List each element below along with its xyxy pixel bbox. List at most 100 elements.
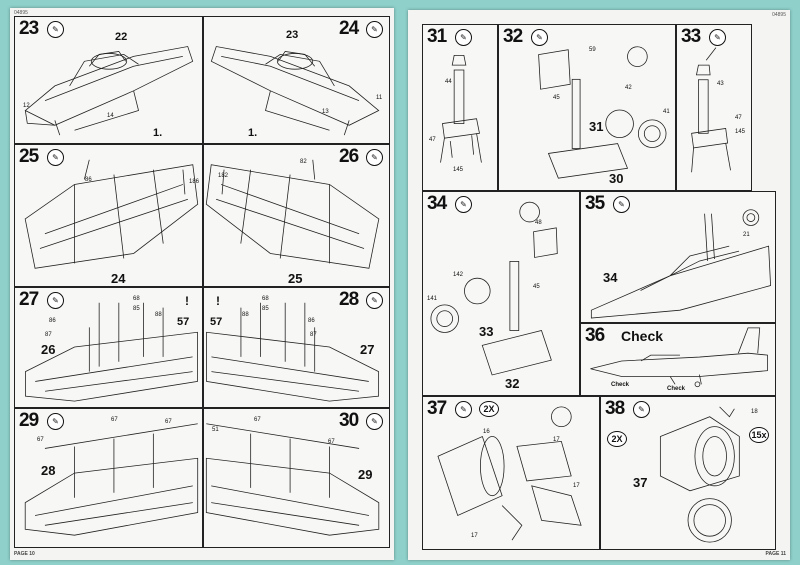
- part-label: 18: [751, 409, 758, 415]
- part-label: 22: [115, 31, 128, 43]
- part-label: 85: [133, 306, 140, 312]
- quantity-badge: 2X: [607, 431, 627, 447]
- part-label: 47: [429, 137, 436, 143]
- quantity-badge: 15x: [749, 427, 769, 443]
- glue-icon: ✎: [613, 196, 630, 213]
- step-27-panel: 27 ✎ 68 85 88 86 87 ! 57 26: [14, 287, 203, 408]
- step-29-drawing: [24, 423, 199, 536]
- step-number: 24: [339, 18, 359, 39]
- left-page: 04895 23 ✎ 22 12 14 1.: [10, 8, 394, 560]
- page-number: PAGE 10: [14, 551, 35, 557]
- step-number: 28: [339, 289, 359, 310]
- part-label: 67: [254, 417, 261, 423]
- part-label: 17: [553, 437, 560, 443]
- step-number: 26: [339, 146, 359, 167]
- part-label: 30: [609, 171, 624, 186]
- quantity-badge: 2X: [479, 401, 499, 417]
- part-label: 145: [735, 129, 746, 135]
- part-label: 57: [177, 316, 190, 328]
- part-label: 43: [717, 81, 724, 87]
- part-label: 14: [107, 113, 114, 119]
- step-32-panel: 32 ✎ 59 45 42 41 31 30: [498, 24, 676, 191]
- step-number: 31: [427, 26, 447, 47]
- part-label: 88: [242, 312, 249, 318]
- step-26-drawing: [205, 159, 380, 269]
- part-label: 21: [743, 232, 750, 238]
- part-label: 12: [23, 103, 30, 109]
- part-label: 88: [155, 312, 162, 318]
- part-label: 37: [633, 475, 648, 490]
- part-label: 67: [111, 417, 118, 423]
- step-30-panel: 30 ✎ 51 67 67 29: [203, 408, 390, 548]
- step-number: 27: [19, 289, 39, 310]
- step-32-drawing: [538, 46, 667, 179]
- step-25-drawing: [24, 159, 199, 269]
- glue-icon: ✎: [709, 29, 726, 46]
- step-36-panel: 36 Check Check Check: [580, 323, 776, 396]
- glue-icon: ✎: [455, 196, 472, 213]
- step-37-panel: 37 ✎ 2X 16 17 17 17: [422, 396, 600, 550]
- step-34-drawing: [430, 201, 558, 376]
- step-28-panel: 28 ✎ 68 85 88 86 87 ! 57 27: [203, 287, 390, 408]
- part-label: 41: [663, 109, 670, 115]
- glue-icon: ✎: [366, 21, 383, 38]
- glue-icon: ✎: [366, 292, 383, 309]
- step-30-drawing: [205, 423, 380, 536]
- step-31-drawing: [440, 55, 482, 163]
- step-number: 33: [681, 26, 701, 47]
- part-label: 82: [300, 159, 307, 165]
- part-label: 31: [589, 119, 604, 134]
- part-label: 45: [553, 95, 560, 101]
- step-35-drawing: [590, 209, 771, 319]
- step-number: 32: [503, 26, 523, 47]
- glue-icon: ✎: [47, 149, 64, 166]
- part-label: 68: [133, 296, 140, 302]
- step-34-panel: 34 ✎ 48 142 141 45 33 32: [422, 191, 580, 396]
- step-number: 29: [19, 410, 39, 431]
- part-label: 57: [210, 316, 223, 328]
- step-38-drawing: [659, 406, 740, 543]
- part-label: 13: [322, 109, 329, 115]
- part-label: 48: [535, 220, 542, 226]
- glue-icon: ✎: [633, 401, 650, 418]
- part-label: 86: [308, 318, 315, 324]
- step-number: 35: [585, 193, 605, 214]
- check-title: Check: [621, 328, 664, 344]
- glue-icon: ✎: [455, 29, 472, 46]
- step-number: 25: [19, 146, 39, 167]
- warning-mark: !: [216, 294, 220, 308]
- part-label: 182: [218, 173, 229, 179]
- step-27-drawing: [25, 302, 198, 402]
- glue-icon: ✎: [47, 21, 64, 38]
- step-number: 30: [339, 410, 359, 431]
- glue-icon: ✎: [47, 292, 64, 309]
- part-label: 141: [427, 296, 438, 302]
- part-label: 86: [49, 318, 56, 324]
- part-label: 186: [189, 179, 200, 185]
- part-label: 28: [41, 463, 56, 478]
- part-label: 86: [85, 177, 92, 183]
- check-note: Check: [611, 382, 630, 388]
- part-label: 51: [212, 427, 219, 433]
- glue-icon: ✎: [455, 401, 472, 418]
- part-label: 29: [358, 467, 373, 482]
- step-24-panel: 24 ✎ 23 11 13 1.: [203, 16, 390, 144]
- part-label: 27: [360, 342, 375, 357]
- step-number: 37: [427, 398, 447, 419]
- part-label: 24: [111, 271, 126, 286]
- part-label: 68: [262, 296, 269, 302]
- warning-mark: !: [185, 294, 189, 308]
- step-29-panel: 29 ✎ 67 67 67 28: [14, 408, 203, 548]
- part-label: 145: [453, 167, 464, 173]
- right-page: 04895 31 ✎ 44 47 145: [408, 10, 790, 560]
- part-label: 23: [286, 29, 299, 41]
- step-33-panel: 33 ✎ 43 47 145: [676, 24, 752, 191]
- step-28-drawing: [206, 302, 380, 402]
- check-note: Check: [667, 386, 686, 392]
- part-label: 85: [262, 306, 269, 312]
- page-header-code: 04895: [772, 12, 786, 18]
- step-35-panel: 35 ✎ 21 34: [580, 191, 776, 323]
- step-23-panel: 23 ✎ 22 12 14 1.: [14, 16, 203, 144]
- part-label: 45: [533, 284, 540, 290]
- step-number: 38: [605, 398, 625, 419]
